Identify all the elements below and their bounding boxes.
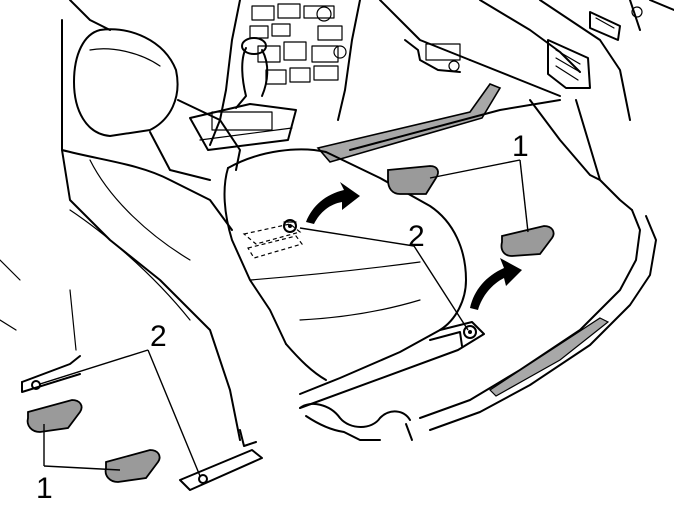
seat-rails	[0, 259, 485, 491]
arrow-up-icon	[306, 182, 360, 224]
callout-lines	[39, 159, 529, 477]
callout-label-pad: 1	[36, 472, 53, 505]
floor-pad-icon	[500, 225, 555, 257]
arrow-up-icon	[470, 258, 522, 310]
seat-back	[61, 0, 241, 441]
floor-pad-icon	[387, 165, 439, 195]
floor-edge	[349, 99, 561, 151]
bolt-icon	[463, 325, 477, 339]
center-console	[209, 0, 361, 146]
floor-pad-icon	[26, 399, 83, 433]
callout-label-pad: 1	[512, 130, 529, 163]
hidden-bolt-outline	[242, 223, 303, 259]
bolt-icon	[198, 474, 208, 484]
door-sill	[299, 209, 657, 441]
seat-cushion	[223, 148, 467, 395]
callout-label-bolt: 2	[150, 320, 167, 353]
floor-pad-icon	[104, 449, 161, 483]
callout-label-bolt: 2	[408, 220, 425, 253]
gear-shifter	[189, 37, 297, 151]
bolt-icon	[31, 380, 41, 390]
dashboard-passenger-side	[379, 0, 674, 211]
floor-tunnel-strip	[316, 83, 502, 163]
headrest	[73, 28, 179, 137]
bolt-icon	[283, 219, 297, 233]
